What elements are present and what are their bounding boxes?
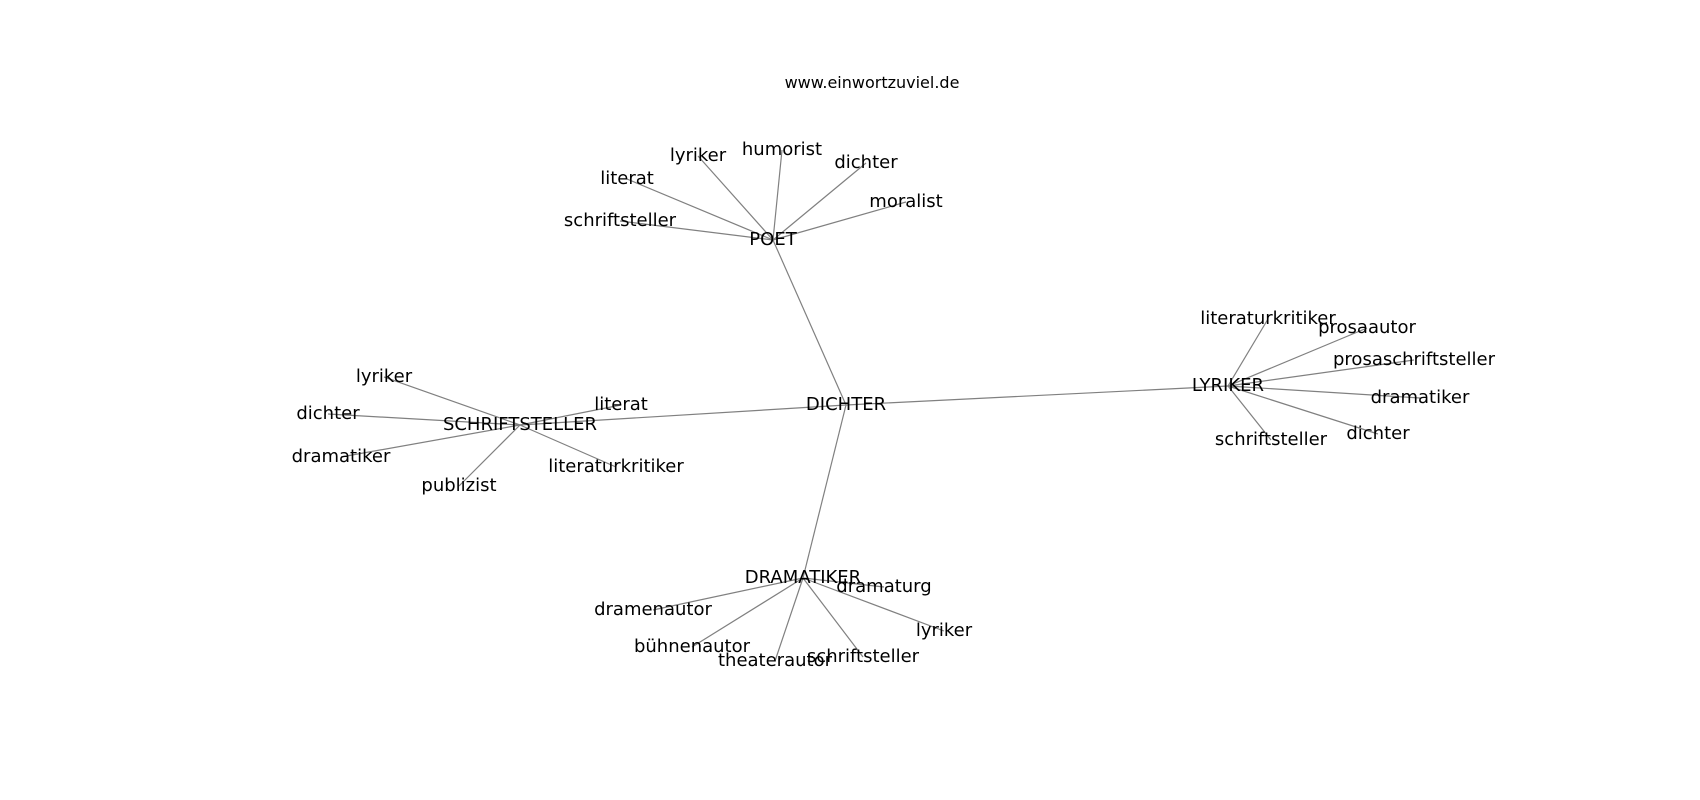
node-s-literat: literat	[594, 394, 648, 415]
edge-lyriker_hub-l_dichter	[1227, 385, 1379, 435]
node-s-literaturkritiker: literaturkritiker	[548, 456, 684, 477]
edge-dichter_root-lyriker_hub	[845, 385, 1229, 406]
node-l-prosaautor: prosaautor	[1318, 317, 1416, 338]
edge-lyriker_hub-l_schriftsteller	[1227, 385, 1272, 441]
edge-lyriker_hub-l_literaturkritiker	[1227, 318, 1269, 387]
edge-dramatiker_hub-d_theaterautor	[774, 577, 804, 662]
node-l-prosaschriftsteller: prosaschriftsteller	[1333, 349, 1496, 370]
node-dichter-root: DICHTER	[806, 394, 886, 415]
node-dramatiker-hub: DRAMATIKER	[745, 567, 861, 588]
source-url: www.einwortzuviel.de	[785, 73, 960, 92]
edge-poet-p_dichter	[772, 162, 867, 241]
edge-poet-p_literat	[626, 178, 774, 241]
edge-dramatiker_hub-d_schriftsteller	[802, 577, 864, 658]
node-p-humorist: humorist	[742, 139, 822, 160]
nodes-layer: DICHTER POET SCHRIFTSTELLER LYRIKER DRAMATIK…	[292, 139, 1496, 671]
node-s-lyriker: lyriker	[356, 366, 413, 387]
edge-dichter_root-poet	[772, 239, 847, 406]
node-schriftsteller-hub: SCHRIFTSTELLER	[443, 414, 597, 435]
node-p-schriftsteller: schriftsteller	[564, 210, 677, 231]
edge-poet-p_schriftsteller	[619, 220, 774, 241]
edge-poet-p_moralist	[772, 201, 907, 241]
edge-schriftsteller_hub-s_literat	[519, 404, 622, 426]
node-poet: POET	[749, 229, 797, 250]
node-d-dramaturg: dramaturg	[836, 576, 931, 597]
edge-schriftsteller_hub-s_literaturkritiker	[519, 424, 617, 468]
edge-poet-p_lyriker	[697, 155, 774, 241]
node-l-literaturkritiker: literaturkritiker	[1200, 308, 1336, 329]
edge-schriftsteller_hub-s_dramatiker	[340, 424, 521, 458]
node-s-publizist: publizist	[421, 475, 496, 496]
node-lyriker-hub: LYRIKER	[1192, 375, 1264, 396]
edge-dramatiker_hub-d_dramenautor	[652, 577, 804, 611]
edges-layer	[327, 149, 1421, 662]
node-d-schriftsteller: schriftsteller	[807, 646, 920, 667]
edge-dramatiker_hub-d_buehnenautor	[691, 577, 804, 648]
node-d-dramenautor: dramenautor	[594, 599, 712, 620]
node-s-dramatiker: dramatiker	[292, 446, 391, 467]
edge-schriftsteller_hub-s_lyriker	[383, 376, 521, 426]
node-l-dramatiker: dramatiker	[1371, 387, 1470, 408]
node-d-buehnenautor: bühnenautor	[634, 636, 751, 657]
edge-schriftsteller_hub-s_dichter	[327, 413, 521, 426]
node-p-moralist: moralist	[869, 191, 942, 212]
node-d-theaterautor: theaterautor	[718, 650, 833, 671]
edge-lyriker_hub-l_prosaautor	[1227, 327, 1368, 387]
edge-schriftsteller_hub-s_publizist	[458, 424, 521, 487]
edge-dichter_root-schriftsteller_hub	[519, 404, 847, 426]
node-l-schriftsteller: schriftsteller	[1215, 429, 1328, 450]
node-p-literat: literat	[600, 168, 654, 189]
edge-dramatiker_hub-d_lyriker	[802, 577, 945, 632]
node-p-lyriker: lyriker	[670, 145, 727, 166]
node-p-dichter: dichter	[834, 152, 898, 173]
node-s-dichter: dichter	[296, 403, 360, 424]
edge-lyriker_hub-l_dramatiker	[1227, 385, 1421, 399]
edge-lyriker_hub-l_prosaschriftsteller	[1227, 359, 1415, 387]
edge-dichter_root-dramatiker_hub	[802, 404, 847, 579]
node-l-dichter: dichter	[1346, 423, 1410, 444]
node-d-lyriker: lyriker	[916, 620, 973, 641]
edge-poet-p_humorist	[772, 149, 783, 241]
edge-dramatiker_hub-d_dramaturg	[802, 577, 885, 588]
